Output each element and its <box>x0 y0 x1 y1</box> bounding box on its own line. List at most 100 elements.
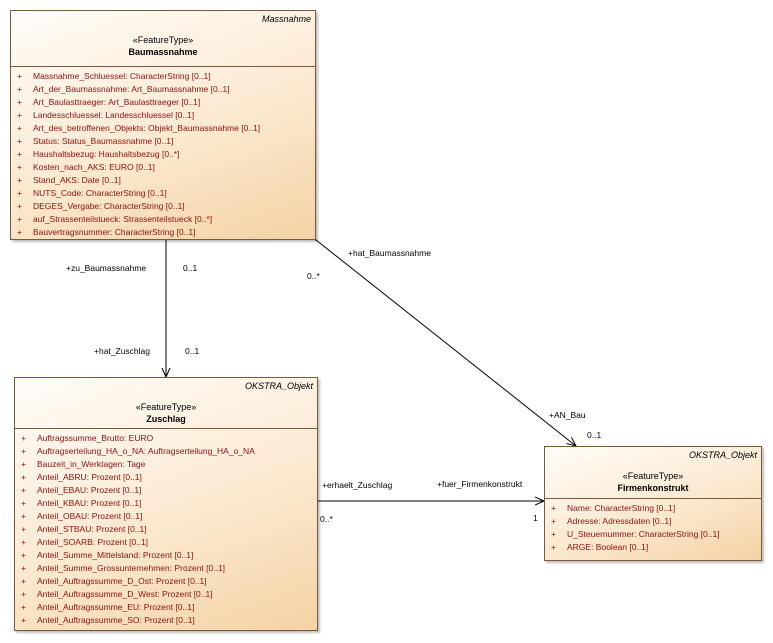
attribute-text: Massnahme_Schluessel: CharacterString [0… <box>33 71 211 81</box>
attribute-text: DEGES_Vergabe: CharacterString [0..1] <box>33 201 185 211</box>
attribute-row[interactable]: +Anteil_Auftragssumme_SO: Prozent [0..1] <box>15 614 317 627</box>
attribute-text: Art_Baulasttraeger: Art_Baulasttraeger [… <box>33 97 201 107</box>
attribute-row[interactable]: +Kosten_nach_AKS: EURO [0..1] <box>11 161 315 174</box>
attribute-text: Anteil_EBAU: Prozent [0..1] <box>37 485 142 495</box>
multiplicity-an-bau: 0..1 <box>587 430 602 440</box>
visibility-marker: + <box>17 201 22 211</box>
attribute-row[interactable]: + Anteil_KBAU: Prozent [0..1] <box>15 497 317 510</box>
role-label-erhaelt-zuschlag: +erhaelt_Zuschlag <box>322 480 393 490</box>
visibility-marker: + <box>21 615 26 625</box>
attribute-text: Name: CharacterString [0..1] <box>567 503 676 513</box>
class-zuschlag[interactable]: OKSTRA_Objekt «FeatureType» Zuschlag +Au… <box>14 377 318 631</box>
attribute-row[interactable]: + Anteil_EBAU: Prozent [0..1] <box>15 484 317 497</box>
class-name: Firmenkonstrukt <box>617 483 689 493</box>
attribute-row[interactable]: +Anteil_Auftragssumme_D_West: Prozent [0… <box>15 588 317 601</box>
attribute-text: U_Steuernummer: CharacterString [0..1] <box>567 529 720 539</box>
visibility-marker: + <box>17 71 22 81</box>
attribute-list: + Massnahme_Schluessel: CharacterString [… <box>11 67 315 239</box>
visibility-marker: + <box>17 175 22 185</box>
attribute-row[interactable]: +U_Steuernummer: CharacterString [0..1] <box>545 528 761 541</box>
multiplicity-hat-zuschlag: 0..1 <box>185 346 200 356</box>
class-name: Baumassnahme <box>128 47 198 57</box>
attribute-row[interactable]: +Anteil_OBAU: Prozent [0..1] <box>15 510 317 523</box>
attribute-text: Anteil_Summe_Grossunternehmen: Prozent [… <box>37 563 226 573</box>
attribute-row[interactable]: +Name: CharacterString [0..1] <box>545 502 761 515</box>
stereotype-label: «FeatureType» <box>135 402 197 412</box>
visibility-marker: + <box>551 516 556 526</box>
attribute-row[interactable]: +Anteil_Auftragssumme_EU: Prozent [0..1] <box>15 601 317 614</box>
class-header: OKSTRA_Objekt «FeatureType» Zuschlag <box>15 378 317 429</box>
attribute-row[interactable]: + Anteil_SOARB: Prozent [0..1] <box>15 536 317 549</box>
attribute-row[interactable]: +Haushaltsbezug: Haushaltsbezug [0..*] <box>11 148 315 161</box>
visibility-marker: + <box>21 433 26 443</box>
attribute-text: Anteil_ABRU: Prozent [0..1] <box>37 472 142 482</box>
visibility-marker: + <box>21 550 26 560</box>
parent-class-label: OKSTRA_Objekt <box>688 450 757 460</box>
attribute-text: Anteil_Auftragssumme_D_Ost: Prozent [0..… <box>37 576 207 586</box>
visibility-marker: + <box>17 123 22 133</box>
multiplicity-erhaelt-zuschlag: 0..* <box>320 514 333 524</box>
attribute-text: Adresse: Adressdaten [0..1] <box>567 516 672 526</box>
attribute-row[interactable]: + Art_Baulasttraeger: Art_Baulasttraeger … <box>11 96 315 109</box>
role-label-hat-zuschlag: +hat_Zuschlag <box>94 346 150 356</box>
role-label-an-bau: +AN_Bau <box>549 410 586 420</box>
attribute-row[interactable]: +auf_Strassenteilstueck: Strassenteilstu… <box>11 213 315 226</box>
multiplicity-zu-baumassnahme: 0..1 <box>183 263 198 273</box>
visibility-marker: + <box>21 498 26 508</box>
visibility-marker: + <box>21 472 26 482</box>
attribute-row[interactable]: + Auftragssumme_Brutto: EURO <box>15 432 317 445</box>
class-baumassnahme[interactable]: Massnahme «FeatureType» Baumassnahme +Ma… <box>10 10 316 240</box>
attribute-row[interactable]: + Anteil_Summe_Mittelstand: Prozent [0..1… <box>15 549 317 562</box>
attribute-text: Auftragserteilung_HA_o_NA: Auftragsertei… <box>37 446 255 456</box>
attribute-text: Auftragssumme_Brutto: EURO <box>37 433 154 443</box>
parent-class-label: OKSTRA_Objekt <box>244 381 313 391</box>
attribute-row[interactable]: + Adresse: Adressdaten [0..1] <box>545 515 761 528</box>
class-header: OKSTRA_Objekt «FeatureType» Firmenkonstr… <box>545 447 761 499</box>
attribute-list: +Name: CharacterString [0..1] +Adresse: … <box>545 499 761 554</box>
attribute-row[interactable]: + Anteil_ABRU: Prozent [0..1] <box>15 471 317 484</box>
attribute-row[interactable]: + Anteil_Auftragssumme_D_Ost: Prozent [0.… <box>15 575 317 588</box>
visibility-marker: + <box>21 511 26 521</box>
attribute-row[interactable]: +Auftragserteilung_HA_o_NA: Auftragserte… <box>15 445 317 458</box>
attribute-text: Landesschluessel: Landesschluessel [0..1… <box>33 110 195 120</box>
attribute-row[interactable]: +Bauvertragsnummer: CharacterString [0..… <box>11 226 315 239</box>
attribute-row[interactable]: + Landesschluessel: Landesschluessel [0..… <box>11 109 315 122</box>
visibility-marker: + <box>17 149 22 159</box>
attribute-row[interactable]: + DEGES_Vergabe: CharacterString [0..1] <box>11 200 315 213</box>
attribute-text: Anteil_KBAU: Prozent [0..1] <box>37 498 142 508</box>
visibility-marker: + <box>21 589 26 599</box>
attribute-row[interactable]: +Art_des_betroffenen_Objekts: Objekt_Bau… <box>11 122 315 135</box>
attribute-text: Art_der_Baumassnahme: Art_Baumassnahme [… <box>33 84 230 94</box>
attribute-row[interactable]: + Massnahme_Schluessel: CharacterString [… <box>11 70 315 83</box>
stereotype-label: «FeatureType» <box>132 35 194 45</box>
attribute-row[interactable]: +Bauzeit_in_Werktagen: Tage <box>15 458 317 471</box>
class-firmenkonstrukt[interactable]: OKSTRA_Objekt «FeatureType» Firmenkonstr… <box>544 446 762 561</box>
visibility-marker: + <box>21 485 26 495</box>
class-name: Zuschlag <box>146 414 186 424</box>
visibility-marker: + <box>21 576 26 586</box>
attribute-row[interactable]: +Anteil_STBAU: Prozent [0..1] <box>15 523 317 536</box>
attribute-text: ARGE: Boolean [0..1] <box>567 542 649 552</box>
visibility-marker: + <box>551 542 556 552</box>
association-baumassnahme-firmenkonstrukt[interactable] <box>316 240 576 446</box>
multiplicity-fuer-firmenkonstrukt: 1 <box>533 513 538 523</box>
attribute-row[interactable]: +Anteil_Summe_Grossunternehmen: Prozent … <box>15 562 317 575</box>
attribute-text: Anteil_SOARB: Prozent [0..1] <box>37 537 149 547</box>
stereotype-label: «FeatureType» <box>622 471 684 481</box>
attribute-text: Status: Status_Baumassnahme [0..1] <box>33 136 174 146</box>
attribute-row[interactable]: + ARGE: Boolean [0..1] <box>545 541 761 554</box>
visibility-marker: + <box>17 110 22 120</box>
attribute-row[interactable]: +Status: Status_Baumassnahme [0..1] <box>11 135 315 148</box>
visibility-marker: + <box>21 537 26 547</box>
visibility-marker: + <box>17 97 22 107</box>
attribute-row[interactable]: +Art_der_Baumassnahme: Art_Baumassnahme … <box>11 83 315 96</box>
attribute-list: +Auftragssumme_Brutto: EURO +Auftragsert… <box>15 429 317 627</box>
attribute-text: Anteil_STBAU: Prozent [0..1] <box>37 524 147 534</box>
attribute-row[interactable]: +Stand_AKS: Date [0..1] <box>11 174 315 187</box>
attribute-text: Anteil_Summe_Mittelstand: Prozent [0..1] <box>37 550 194 560</box>
attribute-text: auf_Strassenteilstueck: Strassenteilstue… <box>33 214 213 224</box>
attribute-row[interactable]: +NUTS_Code: CharacterString [0..1] <box>11 187 315 200</box>
visibility-marker: + <box>17 162 22 172</box>
visibility-marker: + <box>17 227 22 237</box>
